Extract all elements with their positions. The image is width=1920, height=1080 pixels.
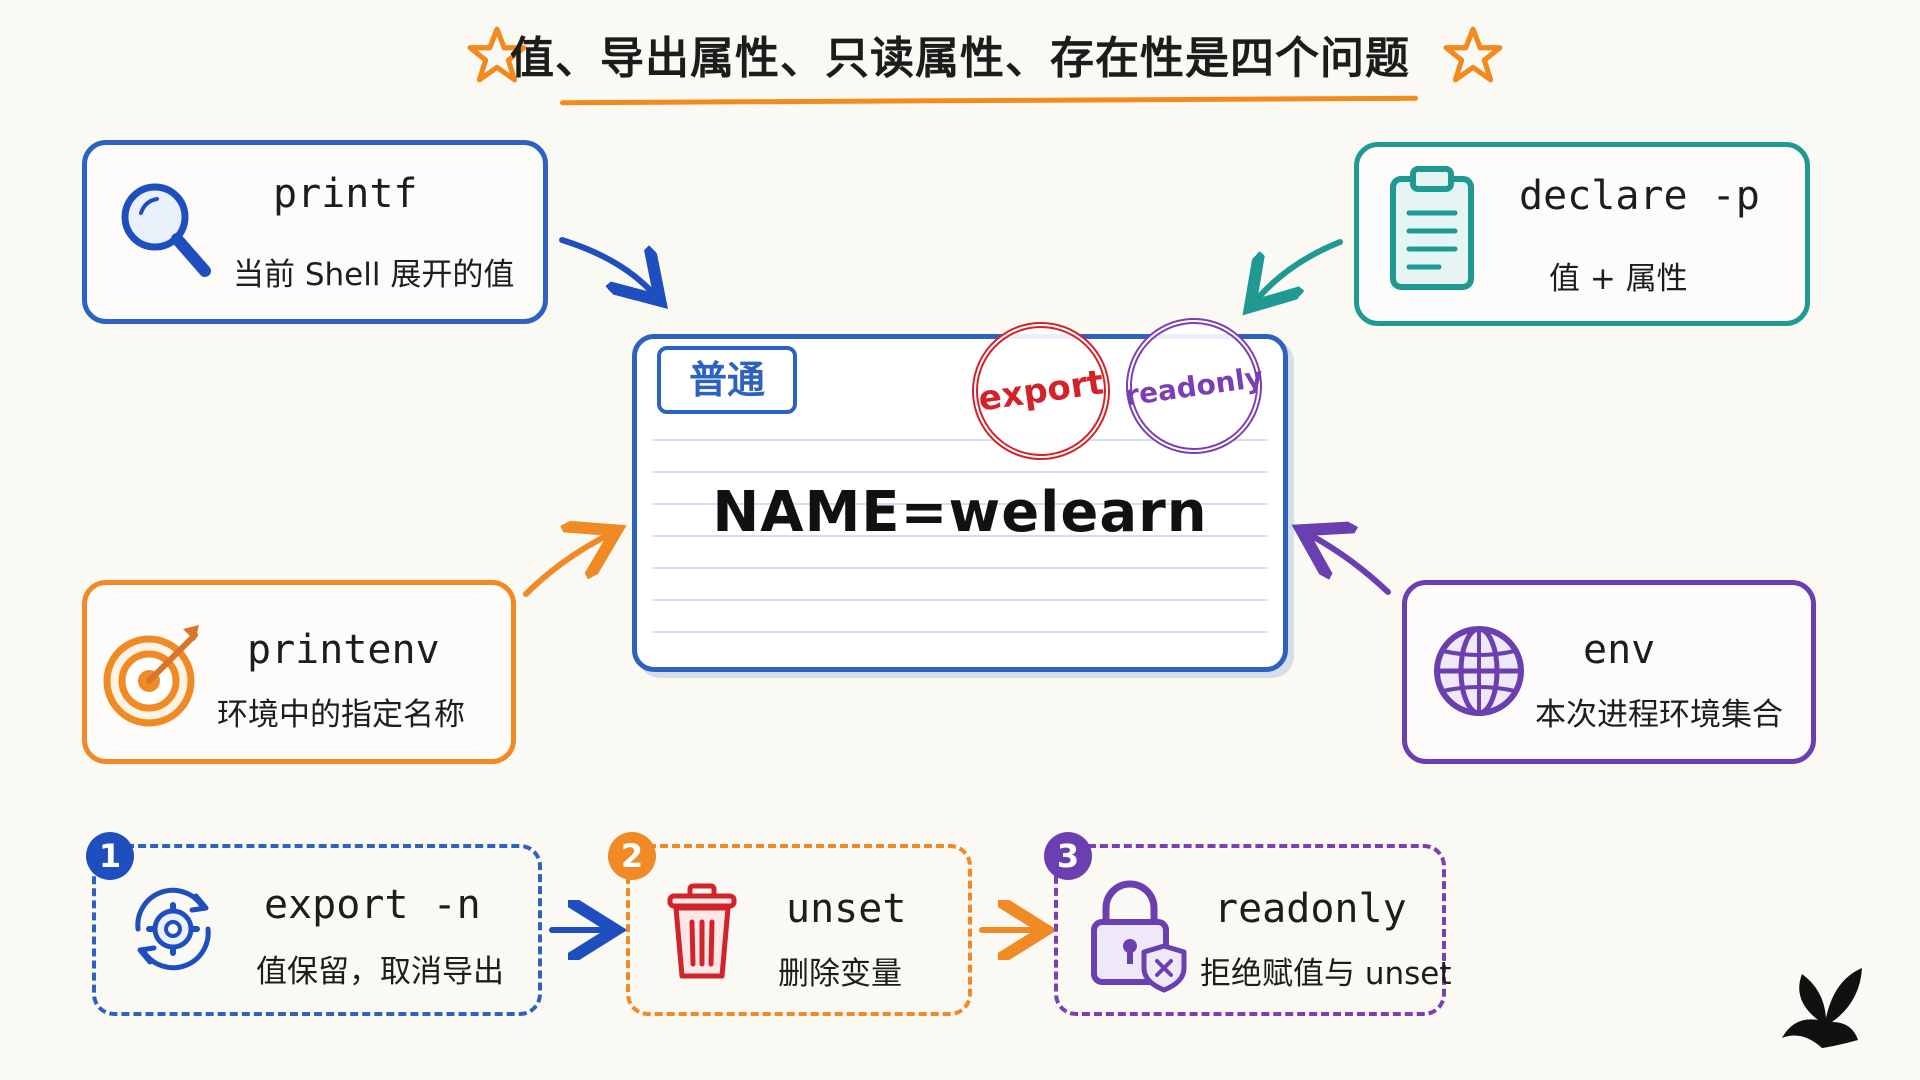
step2-desc: 删除变量 [778, 956, 902, 992]
arrow-env [1312, 536, 1391, 595]
trash-icon [667, 883, 737, 979]
magnifier-icon [121, 183, 211, 277]
step1-badge: 1 [86, 832, 134, 880]
globe-icon [1434, 626, 1524, 716]
arrow-printf [559, 237, 652, 292]
clipboard-icon [1390, 166, 1474, 290]
lock-icon [1091, 880, 1187, 993]
page-title: 值、导出属性、只读属性、存在性是四个问题 [510, 33, 1410, 84]
step-unset: unset 删除变量 [626, 844, 972, 1016]
printenv-card: printenv 环境中的指定名称 [82, 580, 516, 764]
step3-badge: 3 [1044, 832, 1092, 880]
star-right-icon [1443, 26, 1503, 83]
declare-card: declare -p 值 + 属性 [1354, 142, 1810, 326]
normal-tag: 普通 [657, 346, 797, 414]
declare-desc: 值 + 属性 [1549, 261, 1688, 297]
printf-name: printf [273, 171, 418, 217]
butterfly-logo [1782, 968, 1862, 1048]
step3-name: readonly [1214, 886, 1407, 932]
step3-desc: 拒绝赋值与 unset [1200, 956, 1452, 992]
env-card: env 本次进程环境集合 [1402, 580, 1816, 764]
arrow-printenv [523, 536, 606, 597]
step1-name: export -n [264, 882, 481, 928]
variable-assignment: NAME=welearn [712, 480, 1208, 545]
printf-desc: 当前 Shell 展开的值 [233, 257, 515, 293]
printenv-name: printenv [247, 627, 440, 673]
env-name: env [1583, 627, 1656, 673]
step-readonly: readonly 拒绝赋值与 unset [1054, 844, 1452, 1016]
printf-card: printf 当前 Shell 展开的值 [82, 140, 548, 324]
gear-cycle-icon [135, 887, 211, 971]
target-icon [103, 625, 199, 727]
star-left-icon [467, 26, 527, 83]
declare-name: declare -p [1519, 173, 1760, 219]
arrow-declare [1258, 239, 1343, 298]
step2-badge: 2 [608, 832, 656, 880]
step2-name: unset [786, 886, 907, 932]
printenv-desc: 环境中的指定名称 [217, 697, 465, 733]
card-lined-paper [653, 409, 1267, 647]
step-export-n: export -n 值保留，取消导出 [92, 844, 542, 1016]
env-desc: 本次进程环境集合 [1535, 697, 1783, 733]
step1-desc: 值保留，取消导出 [256, 954, 504, 990]
